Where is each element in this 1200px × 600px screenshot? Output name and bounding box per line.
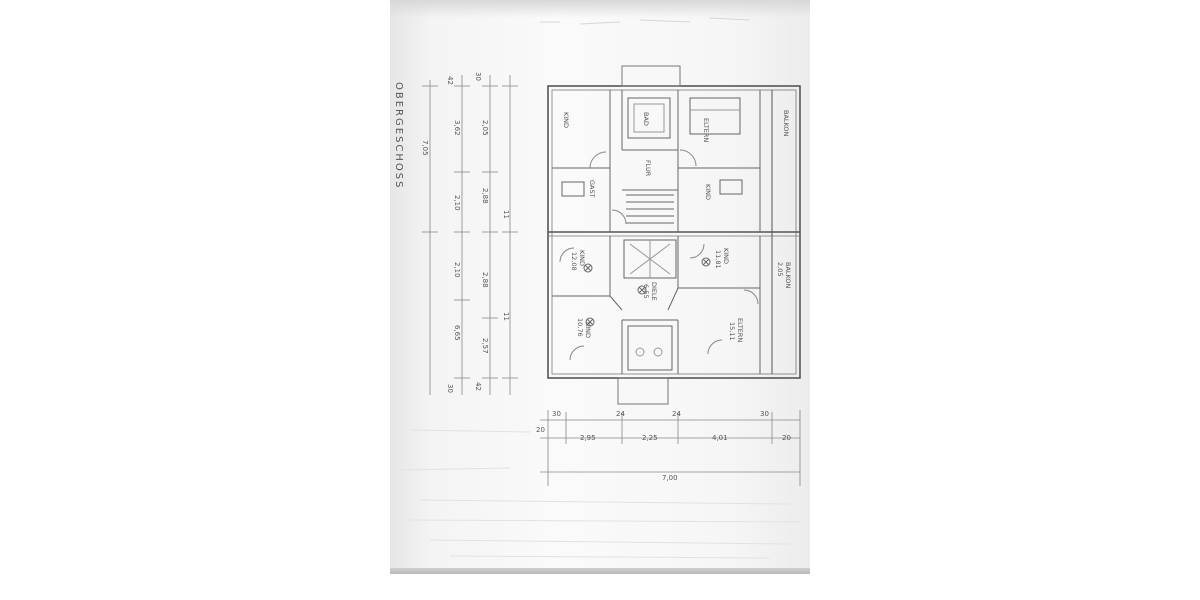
dim-e: 2,10 xyxy=(453,262,461,278)
building-walls xyxy=(547,65,801,405)
vertical-dimension-lines xyxy=(422,75,518,395)
room-balkon-top: BALKON xyxy=(782,110,790,137)
dim-a: 3,62 xyxy=(453,120,461,136)
vertical-dimension-labels: 7,05 3,62 2,05 2,10 2,88 2,10 2,88 6,65 … xyxy=(421,72,510,393)
room-kind-bot-left: KIND xyxy=(578,250,586,266)
room-eltern-top: ELTERN xyxy=(702,118,710,142)
bleed-through-marks xyxy=(540,17,751,25)
hdim-edge-left: 20 xyxy=(536,426,545,434)
hdim-total: 7,00 xyxy=(662,474,678,482)
dim-top-small-1: 42 xyxy=(446,76,454,85)
hdim-s1: 30 xyxy=(552,410,561,418)
area-diele-bot: 6,55 xyxy=(642,284,650,298)
dim-mid-small-2: 11 xyxy=(502,312,510,321)
room-kind-bot-left2: KIND xyxy=(584,322,592,338)
paper-sheet: OBERGESCHOSS xyxy=(390,0,810,600)
area-eltern-bot: 15,11 xyxy=(728,322,736,341)
horizontal-dimension-labels: 30 24 24 30 20 2,95 2,25 4,01 20 7,00 xyxy=(536,410,791,482)
room-diele-bot: DIELE xyxy=(650,282,658,301)
hdim-s3: 24 xyxy=(672,410,681,418)
dim-mid-small-1: 11 xyxy=(502,210,510,219)
area-balkon-bot: 2,05 xyxy=(776,262,784,276)
area-kind-bot-right: 11,81 xyxy=(714,250,722,269)
paper-top-shade xyxy=(390,0,810,18)
dim-c: 2,10 xyxy=(453,195,461,211)
dim-total: 7,05 xyxy=(421,140,429,156)
sheet-title: OBERGESCHOSS xyxy=(393,82,404,189)
hdim-s4: 30 xyxy=(760,410,769,418)
room-eltern-bot: ELTERN xyxy=(736,318,744,342)
dim-top-small-2: 30 xyxy=(474,72,482,81)
hdim-d2: 2,25 xyxy=(642,434,658,442)
hdim-d4: 20 xyxy=(782,434,791,442)
room-flur-top: FLUR xyxy=(644,160,652,177)
scan-noise xyxy=(399,429,801,559)
dim-bot-small-1: 30 xyxy=(446,384,454,393)
room-balkon-bot: BALKON xyxy=(784,262,792,289)
room-kind-top-left: KIND xyxy=(562,112,570,128)
hdim-s2: 24 xyxy=(616,410,625,418)
area-kind-bot-left: 12,08 xyxy=(570,252,578,271)
room-kind-bot-right: KIND xyxy=(722,248,730,264)
area-kind-bot-left2: 10,76 xyxy=(576,318,584,337)
dim-b: 2,05 xyxy=(481,120,489,136)
floor-plan-drawing: OBERGESCHOSS xyxy=(393,17,801,559)
room-bad-top: BAD xyxy=(642,112,650,126)
dim-d: 2,88 xyxy=(481,188,489,204)
interior-walls-upper xyxy=(552,90,761,232)
hdim-d1: 2,95 xyxy=(580,434,596,442)
paper-bottom-margin xyxy=(390,574,810,600)
room-labels: KIND ELTERN BAD FLUR GAST KIND BALKON KI… xyxy=(562,110,792,342)
dim-h: 2,57 xyxy=(481,338,489,354)
dim-g: 6,65 xyxy=(453,325,461,341)
dim-bot-small-2: 42 xyxy=(474,382,482,391)
dim-f: 2,88 xyxy=(481,272,489,288)
room-gast-top: GAST xyxy=(588,180,596,198)
paper-bottom-edge xyxy=(390,568,810,574)
room-kind-top-mid: KIND xyxy=(704,184,712,200)
interior-walls-lower xyxy=(552,236,761,374)
hdim-d3: 4,01 xyxy=(712,434,728,442)
horizontal-dimension-lines xyxy=(540,410,801,486)
